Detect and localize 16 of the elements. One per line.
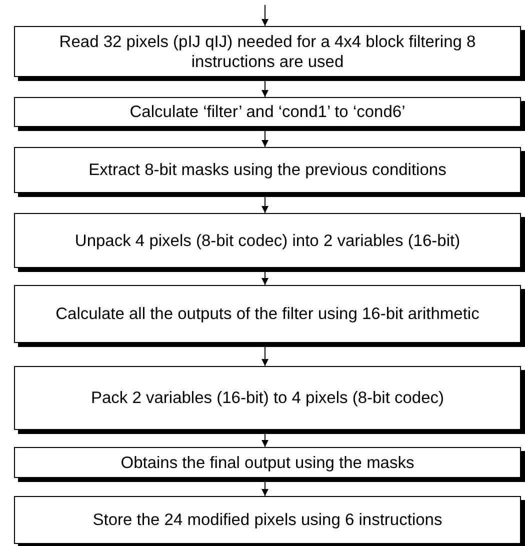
arrow xyxy=(262,482,268,496)
step-text: Unpack 4 pixels (8-bit codec) into 2 variables (16-bit) xyxy=(74,230,460,250)
step-text: Obtains the final output using the masks xyxy=(120,452,414,472)
arrow xyxy=(262,80,268,98)
arrow xyxy=(262,346,268,366)
arrow xyxy=(262,130,268,148)
step-text: Read 32 pixels (pIJ qIJ) needed for a 4x4 block filtering 8 instructions are used xyxy=(58,32,477,72)
arrow xyxy=(262,4,268,26)
step-text: Pack 2 variables (16-bit) to 4 pixels (8-bit codec) xyxy=(90,388,444,408)
arrow xyxy=(262,434,268,448)
step-text: Extract 8-bit masks using the previous conditions xyxy=(88,160,446,180)
step-text: Store the 24 modified pixels using 6 instructions xyxy=(92,510,442,530)
arrow xyxy=(262,196,268,214)
arrow xyxy=(262,272,268,286)
step-text: Calculate ‘filter’ and ‘cond1’ to ‘cond6’ xyxy=(130,102,406,122)
step-text: Calculate all the outputs of the filter using 16-bit arithmetic xyxy=(56,304,480,324)
